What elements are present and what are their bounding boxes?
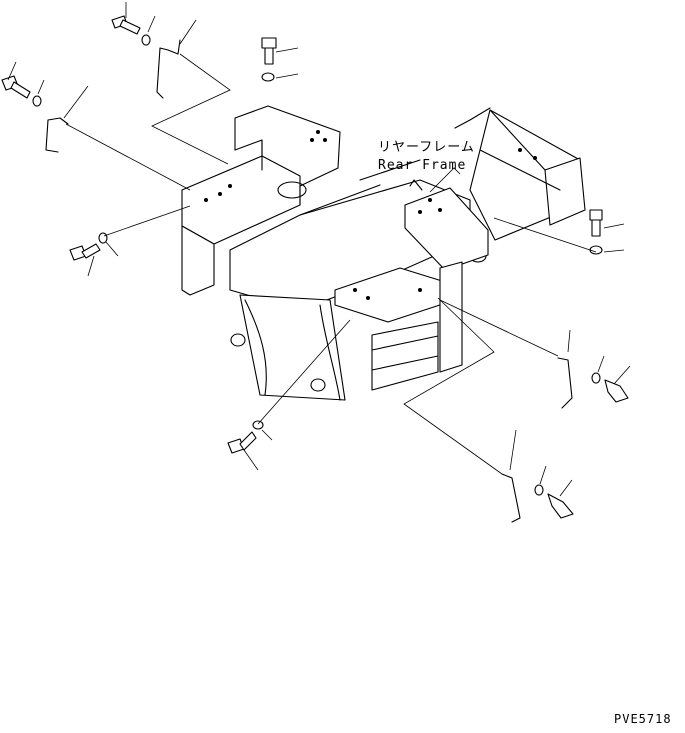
bolt-lower-right-2 <box>547 493 574 519</box>
frame-right-tower <box>334 187 489 391</box>
bolt-top-left-1 <box>111 15 141 35</box>
clip-top-left <box>156 39 181 99</box>
washer-top-left-1 <box>141 34 151 46</box>
washer-right-mid <box>589 245 603 255</box>
washer-left-mid <box>98 232 108 244</box>
bolt-lower-right-1 <box>604 379 629 403</box>
clip-right <box>557 357 573 409</box>
washer-lower-left <box>252 420 264 430</box>
washer-top-left-2 <box>32 95 42 107</box>
rear-frame <box>181 105 586 401</box>
rear-frame-label-english: Rear Frame <box>378 158 467 173</box>
drawing-code: PVE5718 <box>614 712 672 726</box>
bolt-top-center <box>261 37 277 65</box>
bolt-left-mid <box>69 243 101 261</box>
clip-lower-right <box>501 473 521 523</box>
bolt-top-left-2 <box>1 75 31 99</box>
washer-lower-right-2 <box>534 484 544 496</box>
washer-lower-right-1 <box>591 372 601 384</box>
bolt-lower-left <box>227 431 257 454</box>
clip-left <box>45 117 69 153</box>
washer-top-center <box>261 72 275 82</box>
rear-frame-label-japanese: リヤーフレーム <box>378 140 475 155</box>
leader-lines <box>7 2 631 497</box>
bolt-right-mid <box>589 209 603 237</box>
clip-top-right <box>409 179 423 191</box>
frame-rear-arm <box>454 107 586 241</box>
frame-left-tower <box>181 105 341 296</box>
